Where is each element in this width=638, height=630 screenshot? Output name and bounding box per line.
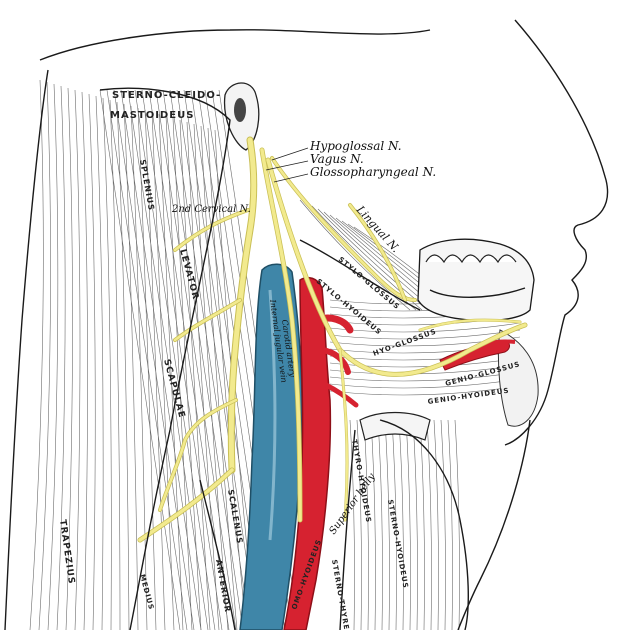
label-sterno-thyreoideus: STERNO-THYREO: [330, 559, 352, 630]
label-glossopharyngeal: Glossopharyngeal N.: [310, 165, 436, 179]
label-hypoglossal: Hypoglossal N.: [309, 139, 402, 153]
muscle-fibre: [56, 85, 66, 630]
muscle-fibre: [329, 364, 521, 375]
label-genio-hyoideus: GENIO-HYOIDEUS: [427, 387, 510, 406]
muscle-fibre: [391, 419, 397, 630]
nerves: [137, 136, 528, 543]
muscle-fibre: [356, 419, 362, 630]
muscle-fibre: [329, 378, 521, 389]
muscle-fibre: [329, 329, 521, 340]
muscle-fibre: [419, 419, 425, 630]
muscle-fibre: [47, 83, 59, 630]
muscle-fibre: [398, 419, 404, 630]
muscle-fibre: [426, 419, 432, 630]
muscle-fibre: [329, 371, 521, 382]
label-sterno-cleido: STERNO-CLEIDO-: [112, 90, 221, 101]
muscle-fibre: [116, 101, 130, 630]
muscle-fibre: [329, 385, 521, 396]
mastoid-process: [223, 82, 260, 151]
muscle-fibre: [193, 123, 229, 630]
muscle-fibre: [81, 91, 88, 630]
muscle-fibre: [329, 357, 521, 368]
head-outline: [4, 19, 609, 630]
muscle-fibre: [454, 419, 460, 630]
muscle-fibre: [370, 419, 376, 630]
label-cervical: 2nd Cervical N.: [171, 204, 251, 215]
muscle-fibre: [74, 89, 81, 630]
muscle-fibre: [144, 109, 166, 630]
muscle-fibre: [440, 419, 446, 630]
muscle-fibre: [377, 419, 383, 630]
label-trapezius: TRAPEZIUS: [57, 519, 76, 585]
muscle-fibre: [384, 419, 390, 630]
label-mastoideus: MASTOIDEUS: [110, 110, 194, 121]
muscle-fibre: [299, 199, 411, 311]
muscle-fibre: [207, 127, 247, 630]
muscle-fibre: [95, 95, 104, 630]
muscle-fibre: [349, 419, 355, 630]
mandible: [417, 238, 539, 427]
muscle-fibre: [179, 119, 211, 630]
muscle-fibre: [412, 419, 418, 630]
muscle-outlines: [99, 87, 469, 630]
muscle-fibre: [137, 107, 157, 630]
muscle-fibre: [109, 99, 121, 630]
label-medius: MEDIUS: [138, 573, 155, 611]
muscle-fibre: [200, 125, 238, 630]
muscle-fibre: [29, 79, 44, 630]
muscle-fibre: [65, 87, 73, 630]
carotid-artery: [283, 276, 516, 630]
internal-jugular-vein: [239, 263, 303, 630]
muscle-fibre: [186, 121, 220, 630]
hyoid-bone: [359, 411, 431, 441]
muscle-fibre: [447, 419, 453, 630]
muscle-fibre: [363, 419, 369, 630]
muscle-fibre: [123, 103, 139, 630]
muscle-fibre: [102, 97, 112, 630]
muscle-fibre: [405, 419, 411, 630]
muscle-fibre: [38, 81, 51, 630]
muscle-fibre: [433, 419, 439, 630]
label-vagus: Vagus N.: [310, 152, 364, 166]
muscle-fibre: [88, 93, 96, 630]
